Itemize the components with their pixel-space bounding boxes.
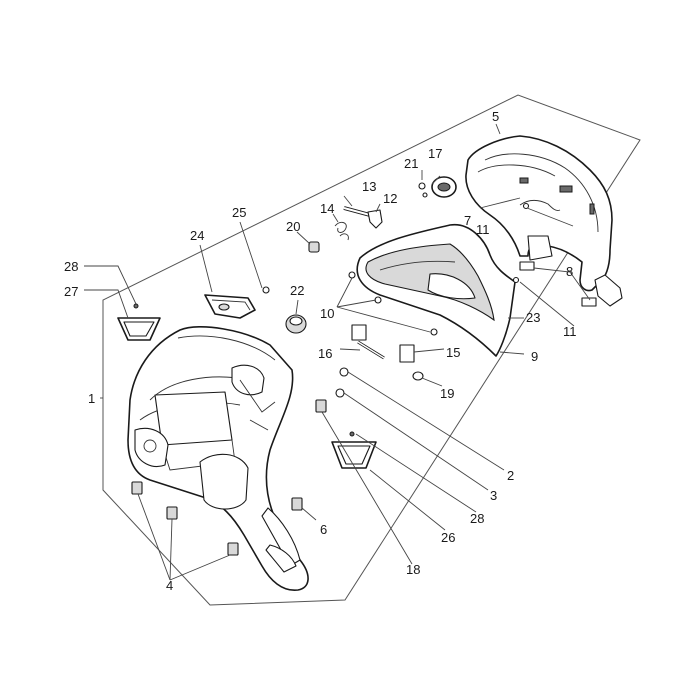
part-inner-frame [465, 135, 623, 307]
part-28-screw-a [133, 303, 139, 309]
callout-5: 5 [492, 109, 499, 124]
callout-28b: 28 [470, 511, 484, 526]
callout-26: 26 [441, 530, 455, 545]
callout-18: 18 [406, 562, 420, 577]
callout-23: 23 [526, 310, 540, 325]
part-11-screws [512, 202, 530, 284]
callout-25: 25 [232, 205, 246, 220]
callout-2: 2 [507, 468, 514, 483]
callout-10: 10 [320, 306, 334, 321]
callout-7: 7 [464, 213, 471, 228]
callout-20: 20 [286, 219, 300, 234]
part-17-lock [431, 176, 457, 198]
part-18-clip [315, 399, 327, 413]
callout-1: 1 [88, 391, 95, 406]
part-20-clip [308, 241, 320, 253]
callout-6: 6 [320, 522, 327, 537]
part-14-spring [334, 221, 349, 241]
callout-17: 17 [428, 146, 442, 161]
part-27-tray [117, 317, 161, 341]
part-15-latch [351, 324, 415, 363]
part-21-screw [418, 182, 428, 198]
part-inner-panel [356, 224, 516, 357]
part-22-grommet [285, 314, 307, 334]
callout-14: 14 [320, 201, 334, 216]
callout-19: 19 [440, 386, 454, 401]
callout-11a: 11 [476, 222, 490, 237]
callout-13: 13 [362, 179, 376, 194]
callout-8: 8 [566, 264, 573, 279]
part-3-screw [335, 388, 345, 398]
part-25-screw [262, 286, 270, 294]
part-4-clips [131, 481, 239, 556]
callout-22: 22 [290, 283, 304, 298]
part-26-tray [331, 441, 377, 469]
callout-15: 15 [446, 345, 460, 360]
part-8-bracket [519, 261, 597, 307]
callout-24: 24 [190, 228, 204, 243]
callout-4: 4 [166, 578, 173, 593]
callout-3: 3 [490, 488, 497, 503]
part-13-rod [343, 206, 371, 217]
callout-16: 16 [318, 346, 332, 361]
callout-28a: 28 [64, 259, 78, 274]
part-16-pin [357, 340, 385, 360]
callout-labels: 1 2 3 4 5 6 7 8 9 10 11 11 12 13 14 15 1… [64, 109, 577, 593]
part-12-bracket [367, 209, 383, 229]
part-19-ring [412, 371, 424, 381]
callout-27: 27 [64, 284, 78, 299]
callout-11b: 11 [563, 324, 577, 339]
callout-12: 12 [383, 191, 397, 206]
callout-21: 21 [404, 156, 418, 171]
assembly-frame [102, 94, 641, 606]
part-leg-shield [127, 326, 309, 591]
leader-lines [84, 123, 591, 581]
part-7-cable [519, 199, 561, 211]
part-28-screw-b [349, 431, 355, 437]
part-24-cover [204, 294, 256, 319]
part-6-clip [291, 497, 303, 511]
callout-9: 9 [531, 349, 538, 364]
part-2-screw [339, 367, 349, 377]
